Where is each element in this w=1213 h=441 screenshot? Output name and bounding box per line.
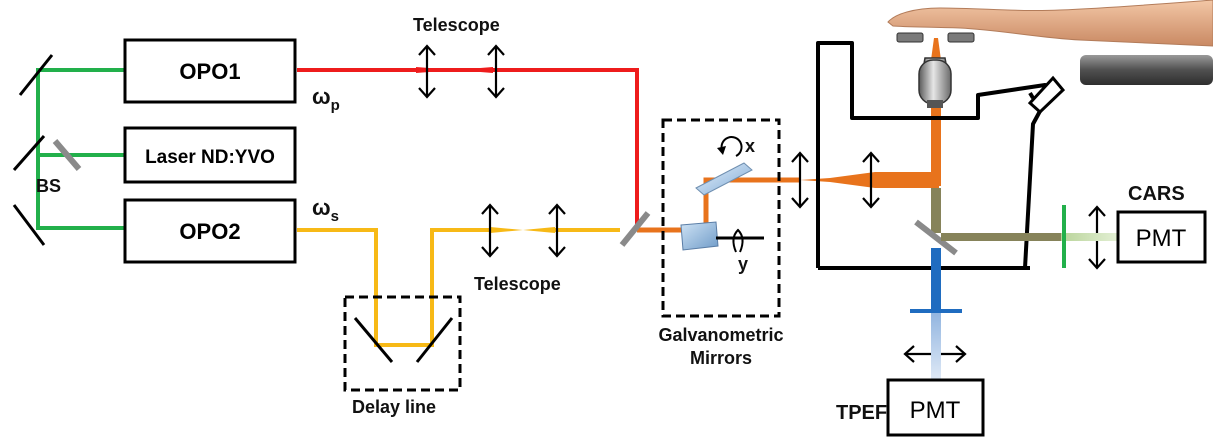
green-beam-bs-laser (36, 112, 125, 157)
lens-icon (862, 151, 880, 209)
pump-beam (297, 68, 639, 230)
laser-label: Laser ND:YVO (145, 147, 275, 168)
galvo-mirror-x (695, 162, 753, 196)
objective-icon (918, 57, 952, 108)
telescope-top-lenses (418, 44, 505, 99)
combined-beam-main (875, 172, 939, 188)
lens-icon (481, 203, 499, 258)
stokes-beam (297, 228, 620, 347)
telescope-top-label: Telescope (413, 15, 500, 35)
beam-splitter-left (52, 139, 82, 171)
galvo-label-line2: Mirrors (690, 348, 752, 368)
stage-plate-left (896, 32, 924, 43)
cars-signal-fade (1061, 233, 1119, 241)
axis-y-label: y (738, 254, 748, 274)
green-beam-to-opo1 (36, 68, 125, 112)
rotation-y-icon (732, 228, 744, 253)
combined-beam-cone (931, 38, 941, 60)
opo1-box (123, 38, 297, 104)
dichroic-combiner (619, 211, 651, 247)
green-beam-to-opo2 (36, 155, 125, 230)
stokes-beam-focus (490, 227, 523, 233)
pmt-tpef-label: PMT (910, 397, 961, 424)
galvo-box (661, 118, 781, 318)
tpef-signal-vertical (931, 248, 941, 310)
tpef-label: TPEF (836, 402, 887, 424)
cars-label: CARS (1128, 183, 1185, 205)
telescope-bottom-lenses (481, 203, 566, 258)
pump-beam-focus-2 (455, 67, 493, 73)
delay-line-box (343, 295, 462, 392)
stokes-beam-focus-2 (523, 227, 555, 233)
cars-signal-horizontal (941, 233, 1061, 241)
stage-plate-right (947, 32, 975, 43)
pump-beam-focus (416, 67, 455, 73)
lens-icon (418, 44, 436, 99)
pmt-cars-label: PMT (1136, 225, 1187, 252)
bs-label: BS (36, 176, 61, 196)
eyepiece-icon (1027, 75, 1066, 115)
rotation-x-icon (720, 136, 743, 157)
mirror-bottom-left (12, 204, 46, 246)
delay-line-label: Delay line (352, 397, 436, 417)
sample-holder-bar (1080, 55, 1213, 85)
telescope-bottom-label: Telescope (474, 274, 561, 294)
opo2-box (123, 198, 297, 264)
laser-beams (36, 68, 125, 230)
lens-icon (487, 44, 505, 99)
tpef-signal-fade (931, 310, 941, 380)
beam-expander-lenses (791, 151, 880, 209)
lens-icon (548, 203, 566, 258)
mirror-mid-left (12, 135, 46, 171)
omega-p-label: ωp (312, 84, 340, 114)
galvo-label-line1: Galvanometric (658, 325, 783, 345)
omega-s-label: ωs (312, 195, 339, 225)
laser-box (123, 126, 297, 184)
pmt-tpef-box (886, 378, 985, 437)
opo1-label: OPO1 (179, 59, 240, 84)
mirror-top-left (18, 54, 54, 96)
galvo-mirror-y (680, 221, 719, 251)
sample-hand-image (887, 0, 1213, 47)
combined-beam-expander (800, 172, 875, 188)
opo2-label: OPO2 (179, 219, 240, 244)
axis-x-label: x (745, 136, 755, 156)
cars-signal-vertical (931, 188, 941, 233)
delay-mirror-left (353, 317, 394, 363)
combined-beam-vertical (931, 90, 941, 186)
lens-icon (791, 151, 809, 209)
delay-mirror-right (415, 317, 454, 363)
dichroic-microscope (914, 219, 958, 256)
pmt-cars-box (1116, 210, 1207, 264)
